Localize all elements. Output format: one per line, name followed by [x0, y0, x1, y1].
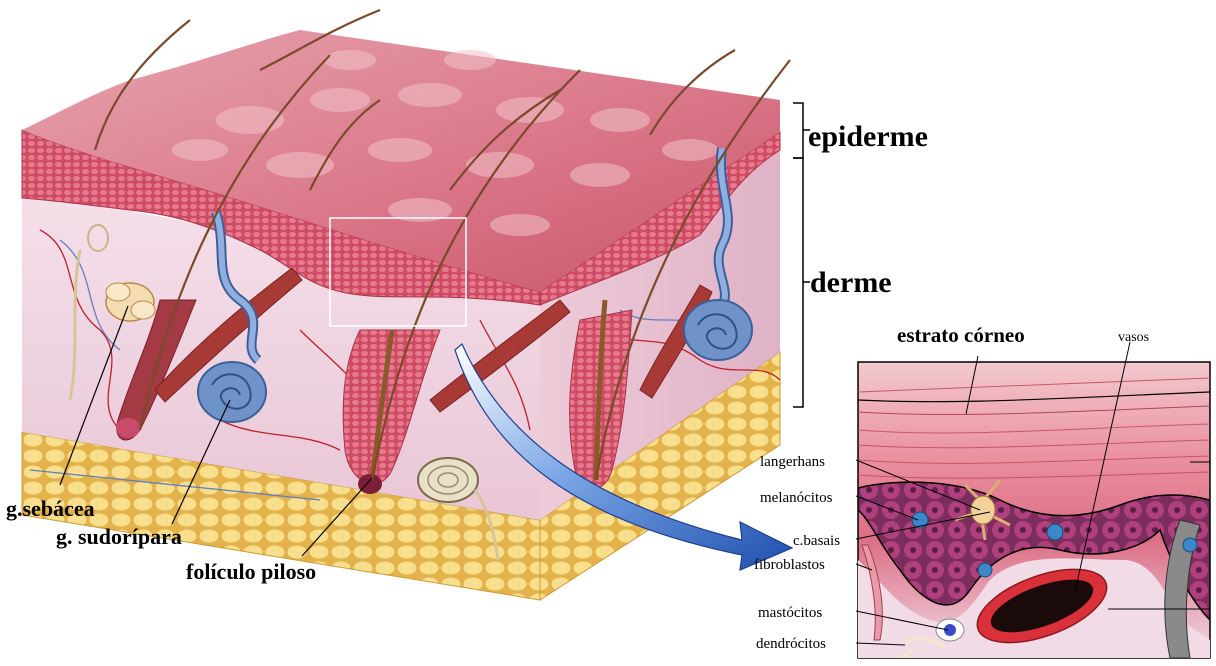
epidermis-bracket — [793, 103, 803, 158]
label-foliculo: folículo piloso — [186, 559, 316, 584]
sebaceous-gland — [106, 283, 155, 321]
skin-block — [22, 10, 790, 600]
label-mastocitos: mastócitos — [758, 605, 822, 621]
label-melanocitos: melanócitos — [760, 490, 833, 506]
mast-cell — [936, 619, 964, 641]
label-fibroblastos: fibroblastos — [754, 557, 825, 573]
label-cbasais: c.basais — [793, 533, 840, 549]
inset-panel — [858, 362, 1210, 660]
label-derme: derme — [810, 266, 892, 299]
label-sebacea: g.sebácea — [6, 496, 95, 521]
label-epiderme: epiderme — [808, 120, 928, 153]
label-vasos: vasos — [1118, 330, 1149, 345]
label-dendrocitos: dendrócitos — [756, 636, 826, 652]
dermis-bracket — [793, 158, 803, 407]
label-langerhans: langerhans — [760, 454, 825, 470]
label-estrato: estrato córneo — [897, 323, 1025, 347]
label-sudoripara: g. sudorípara — [56, 524, 182, 549]
